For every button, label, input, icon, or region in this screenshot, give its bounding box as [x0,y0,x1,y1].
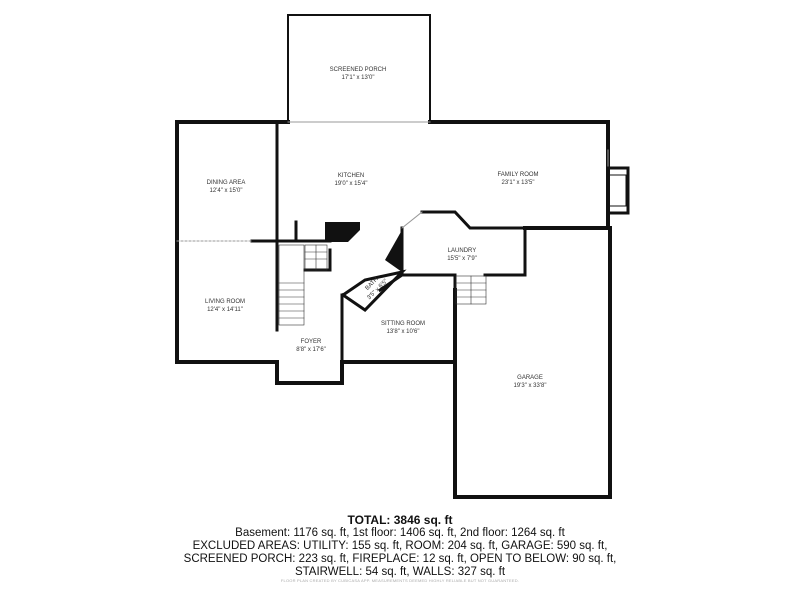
room-name: FOYER [300,339,322,345]
fixtures [325,222,402,272]
stairs [278,244,487,326]
room-screened-porch: SCREENED PORCH 17'1" x 13'0" [330,66,387,82]
summary-line: Basement: 1176 sq. ft, 1st floor: 1406 s… [235,527,565,539]
room-name: KITCHEN [337,173,365,179]
room-size: 19'3" x 33'8" [513,383,547,389]
room-name: GARAGE [517,375,543,381]
bath-fixture [385,230,402,272]
room-size: 8'8" x 17'6" [296,347,326,353]
room-laundry: LAUNDRY 15'5" x 7'9" [447,247,477,263]
summary-line: EXCLUDED AREAS: UTILITY: 155 sq. ft, ROO… [192,540,608,552]
room-size: 13'8" x 10'6" [386,329,420,335]
room-size: 19'0" x 15'4" [334,181,368,187]
room-sitting-room: SITTING ROOM 13'8" x 10'6" [381,320,425,336]
room-name: LAUNDRY [447,248,477,254]
room-name: SITTING ROOM [381,321,425,327]
kitchen-counter [325,222,360,242]
room-kitchen: KITCHEN 19'0" x 15'4" [335,172,368,188]
room-size: 23'1" x 13'5" [501,180,535,186]
room-size: 17'1" x 13'0" [341,75,375,81]
room-foyer: FOYER 8'8" x 17'6" [296,338,326,354]
room-living-room: LIVING ROOM 12'4" x 14'11" [205,298,245,314]
room-size: 12'4" x 15'0" [209,188,243,194]
summary-line: STAIRWELL: 54 sq. ft, WALLS: 327 sq. ft [294,566,506,578]
room-size: 12'4" x 14'11" [207,307,243,313]
room-name: FAMILY ROOM [497,172,539,178]
area-summary: TOTAL: 3846 sq. ft Basement: 1176 sq. ft… [0,514,800,579]
room-family-room: FAMILY ROOM 23'1" x 13'5" [497,171,538,187]
room-dining-area: DINING AREA 12'4" x 15'0" [207,179,246,195]
room-name: DINING AREA [206,180,246,186]
openings [176,121,609,242]
room-garage: GARAGE 19'3" x 33'8" [514,374,547,390]
summary-line: SCREENED PORCH: 223 sq. ft, FIREPLACE: 1… [183,553,617,565]
room-name: LIVING ROOM [204,299,246,305]
screened-porch-walls [287,14,431,123]
room-size: 15'5" x 7'9" [447,256,477,262]
fireplace [606,166,630,215]
disclaimer: FLOOR PLAN CREATED BY CUBICASA APP. MEAS… [280,578,520,583]
total-area: TOTAL: 3846 sq. ft [347,513,453,527]
room-name: SCREENED PORCH [329,67,387,73]
